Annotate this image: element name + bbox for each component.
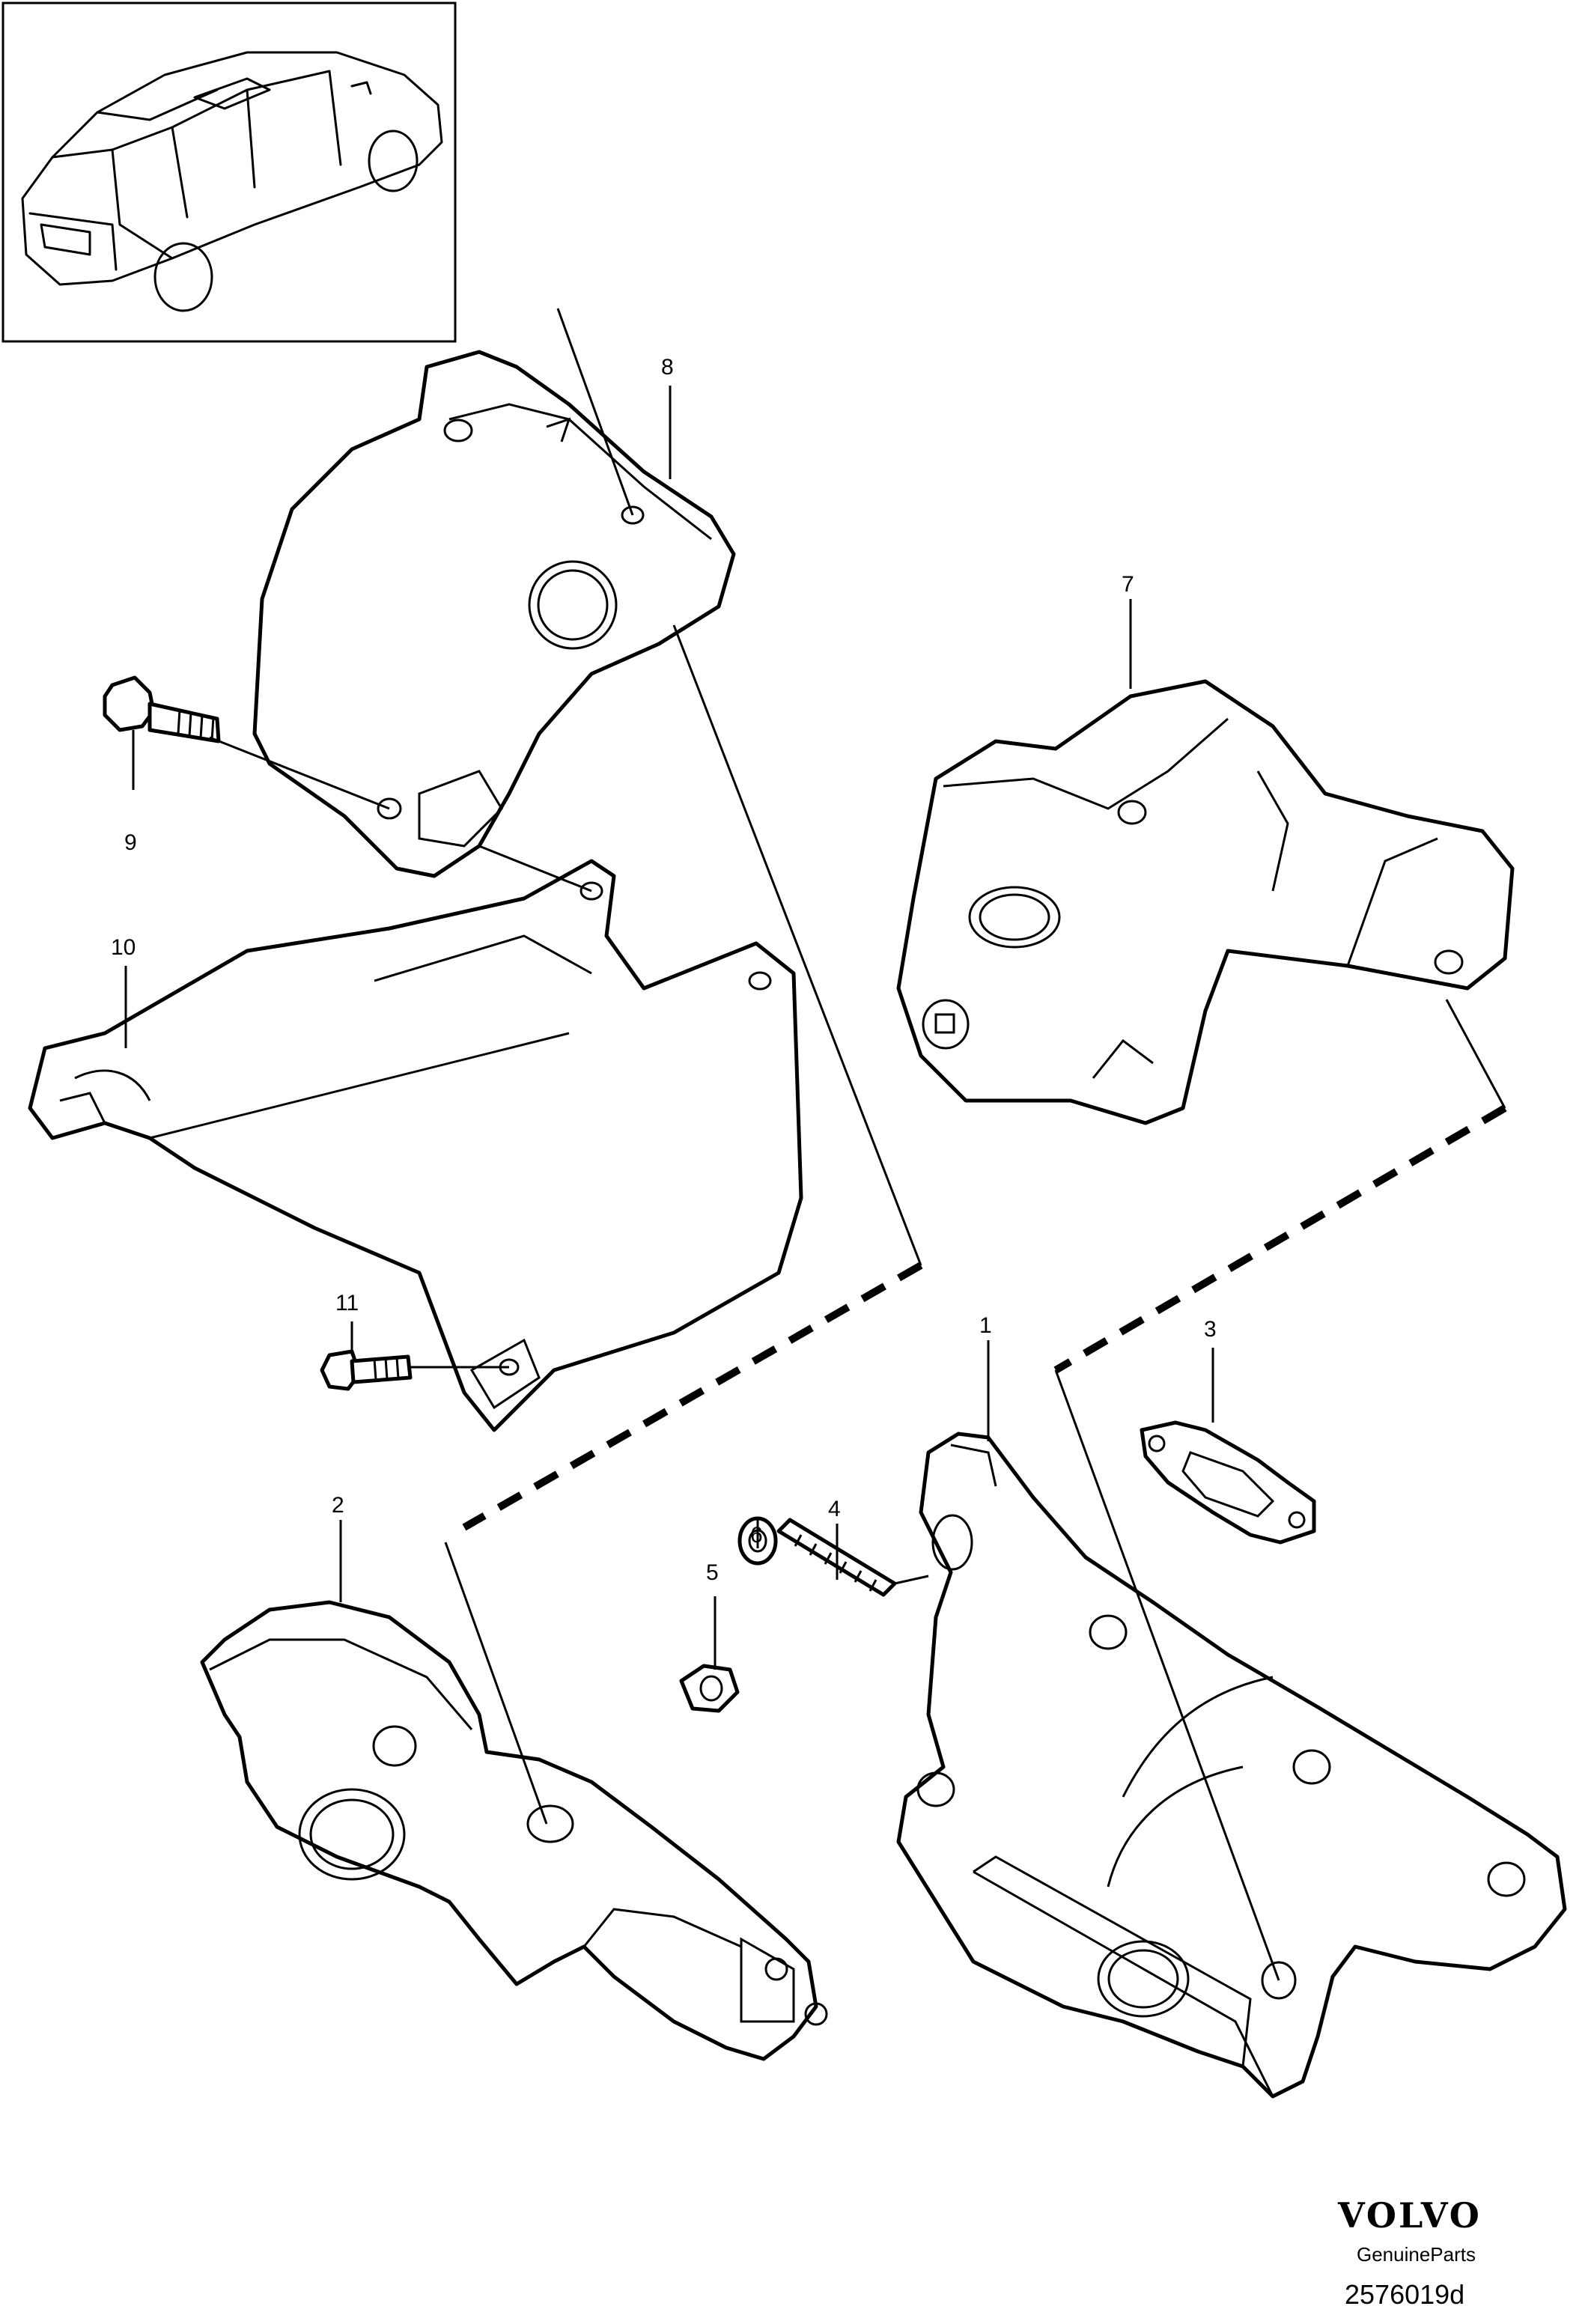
heat-shield-lower xyxy=(28,859,803,1432)
vehicle-inset xyxy=(1,1,457,343)
bolt-part-11 xyxy=(320,1349,413,1391)
callout-11: 11 xyxy=(335,1291,359,1315)
heat-shield-right xyxy=(896,679,1515,1125)
nut-part-5 xyxy=(679,1664,740,1713)
callout-7: 7 xyxy=(1122,572,1134,597)
footer: VOLVO GenuineParts 2576019d xyxy=(1337,2195,1482,2310)
diagram-code: 2576019d xyxy=(1345,2279,1464,2310)
callout-10: 10 xyxy=(111,935,136,960)
callout-6: 6 xyxy=(750,1523,763,1548)
bolt-part-9 xyxy=(103,675,221,743)
gasket-part-3 xyxy=(1140,1420,1316,1545)
callout-2: 2 xyxy=(332,1493,344,1518)
brand-tagline: GenuineParts xyxy=(1357,2243,1476,2266)
connection-lines xyxy=(209,308,1507,1981)
callout-8: 8 xyxy=(661,355,674,380)
callout-1: 1 xyxy=(979,1313,992,1338)
callout-5: 5 xyxy=(706,1560,719,1585)
callout-leaders xyxy=(124,386,1214,1670)
heat-shield-upper xyxy=(252,350,736,878)
callout-labels: 1 2 3 4 5 6 7 8 9 10 11 xyxy=(111,355,1217,1585)
exhaust-manifold-part-1 xyxy=(896,1432,1567,2099)
callout-9: 9 xyxy=(124,830,137,855)
callout-4: 4 xyxy=(828,1497,841,1521)
brand-logo: VOLVO xyxy=(1337,2195,1482,2236)
exhaust-manifold-part-2 xyxy=(200,1600,828,2061)
callout-3: 3 xyxy=(1204,1317,1217,1342)
